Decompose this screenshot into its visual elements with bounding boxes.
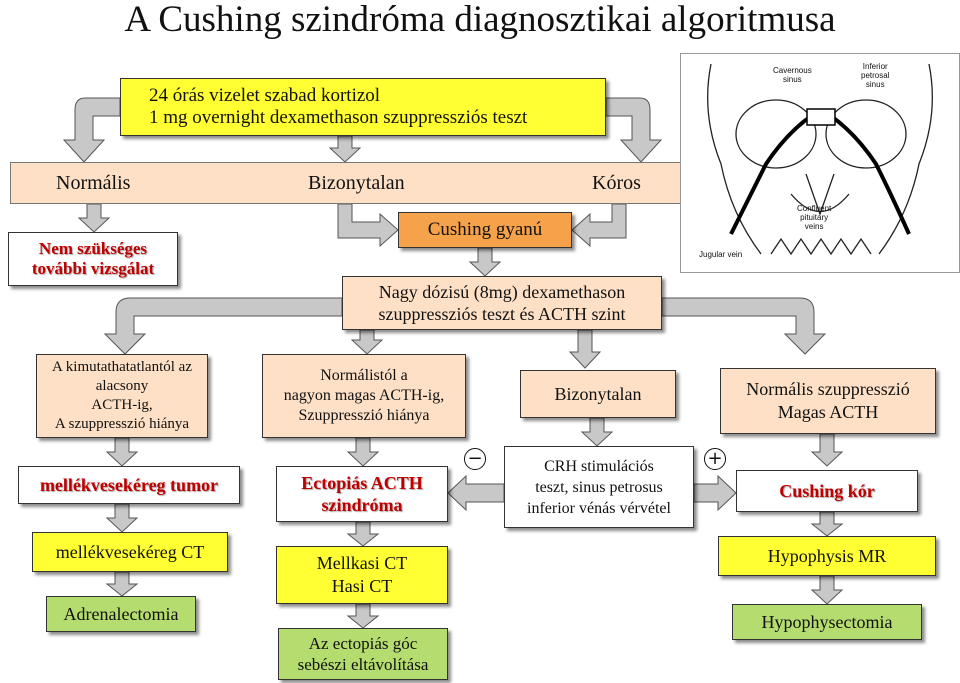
- mellkasi-ct-box: Mellkasi CT Hasi CT: [276, 546, 448, 604]
- arrow-normalis-nemszukseges: [77, 203, 111, 233]
- mellkasi-ct-line-1: Mellkasi CT: [316, 553, 408, 573]
- cushing-gyanu-label: Cushing gyanú: [427, 219, 543, 240]
- page-title: A Cushing szindróma diagnosztikai algori…: [124, 0, 836, 40]
- kimutathatatlan-line-2: alacsony: [95, 378, 149, 394]
- arrow-screening-normalis: [62, 97, 121, 163]
- screening-box: 24 órás vizelet szabad kortizol 1 mg ove…: [120, 78, 606, 136]
- mellekvese-tumor-box: mellékvesekéreg tumor: [18, 466, 240, 504]
- arrow-col4-c: [810, 575, 844, 605]
- arrow-screening-bizonytalan: [328, 135, 362, 163]
- ectopias-goc-line-2: sebészi eltávolítása: [297, 655, 429, 674]
- cushing-kor-label: Cushing kór: [779, 480, 875, 501]
- arrow-koros-cushing: [571, 203, 627, 248]
- arrow-col2-c: [346, 603, 380, 629]
- mellekvese-ct-box: mellékvesekéreg CT: [32, 532, 228, 572]
- adrenalectomia-box: Adrenalectomia: [46, 596, 196, 632]
- hypophysis-mr-box: Hypophysis MR: [718, 536, 936, 576]
- nagy-dozisu-line-2: szuppressziós teszt és ACTH szint: [378, 304, 626, 324]
- arrow-crh-left: [447, 474, 505, 512]
- koros-label: Kóros: [592, 172, 641, 194]
- normalis-szuppresszio-line-1: Normális szuppresszió: [746, 379, 910, 399]
- arrow-col4-b: [810, 511, 844, 537]
- confluent-pituitary-veins-label: Confluent pituitary veins: [797, 204, 832, 231]
- arrow-col1-a: [105, 437, 139, 467]
- normalistol-line-1: Normálistól a: [320, 367, 408, 384]
- hypophysectomia-box: Hypophysectomia: [732, 604, 922, 640]
- mellekvese-ct-label: mellékvesekéreg CT: [55, 541, 205, 562]
- nem-szukseges-box: Nem szükséges további vizsgálat: [8, 232, 178, 286]
- hypophysis-mr-label: Hypophysis MR: [767, 545, 887, 566]
- inferior-petrosal-sinus-label: Inferior petrosal sinus: [861, 62, 890, 89]
- nagy-dozisu-line-1: Nagy dózisú (8mg) dexamethason: [378, 282, 626, 302]
- arrow-col1-c: [105, 571, 139, 597]
- hypophysectomia-label: Hypophysectomia: [761, 611, 893, 632]
- kimutathatatlan-box: A kimutathatatlantól az alacsony ACTH-ig…: [36, 354, 208, 438]
- kimutathatatlan-line-4: A szuppresszió hiánya: [54, 416, 190, 432]
- normalis-label: Normális: [56, 172, 131, 194]
- cavernous-sinus-label: Cavernous sinus: [773, 66, 812, 84]
- normalis-box: [10, 162, 690, 204]
- minus-sign: −: [464, 448, 486, 470]
- crh-line-3: inferior vénás vérvétel: [527, 499, 671, 517]
- arrow-nagy-left: [103, 297, 343, 355]
- jugular-vein-label: Jugular vein: [699, 250, 743, 259]
- kimutathatatlan-line-1: A kimutathatatlantól az: [52, 359, 192, 375]
- screening-line-2: 1 mg overnight dexamethason szuppresszió…: [149, 107, 528, 128]
- crh-line-1: CRH stimulációs: [544, 457, 654, 475]
- adrenalectomia-label: Adrenalectomia: [63, 603, 179, 624]
- normalistol-line-2: nagyon magas ACTH-ig,: [283, 387, 445, 404]
- arrow-col4-a: [810, 433, 844, 467]
- mellekvese-tumor-label: mellékvesekéreg tumor: [39, 474, 219, 495]
- ectopias-line-1: Ectopiás ACTH: [301, 473, 423, 493]
- ectopias-goc-box: Az ectopiás góc sebészi eltávolítása: [278, 628, 448, 680]
- crh-line-2: teszt, sinus petrosus: [535, 478, 663, 496]
- arrow-col1-b: [105, 503, 139, 533]
- plus-sign: +: [704, 448, 726, 470]
- normalistol-line-3: Szuppresszió hiánya: [298, 407, 430, 424]
- arrow-col3-a: [580, 417, 614, 447]
- ectopias-goc-line-1: Az ectopiás góc: [308, 634, 418, 653]
- normalis-szuppresszio-line-2: Magas ACTH: [777, 402, 879, 422]
- arrow-bizonytalan-cushing: [337, 203, 399, 248]
- crh-box: CRH stimulációs teszt, sinus petrosus in…: [504, 446, 694, 528]
- arrow-nagy-center-left: [350, 329, 384, 355]
- nagy-dozisu-box: Nagy dózisú (8mg) dexamethason szuppress…: [342, 276, 662, 330]
- arrow-crh-right: [693, 474, 737, 512]
- nem-szukseges-line-2: további vizsgálat: [31, 259, 155, 278]
- ectopias-box: Ectopiás ACTH szindróma: [276, 466, 448, 522]
- nem-szukseges-line-1: Nem szükséges: [38, 239, 148, 258]
- bizonytalan-mid-label: Bizonytalan: [554, 383, 642, 404]
- mellkasi-ct-line-2: Hasi CT: [331, 576, 393, 596]
- ectopias-line-2: szindróma: [321, 495, 403, 515]
- bizonytalan-top-label: Bizonytalan: [308, 172, 405, 194]
- normalistol-box: Normálistól a nagyon magas ACTH-ig, Szup…: [262, 354, 466, 438]
- arrow-screening-koros: [605, 97, 663, 163]
- normalis-szuppresszio-box: Normális szuppresszió Magas ACTH: [720, 368, 936, 434]
- arrow-cushing-nagydozisu: [468, 247, 502, 277]
- kimutathatatlan-line-3: ACTH-ig,: [91, 397, 153, 413]
- skull-venous-illustration: Cavernous sinus Inferior petrosal sinus …: [680, 53, 960, 273]
- arrow-nagy-center-right: [568, 329, 602, 369]
- cushing-kor-box: Cushing kór: [736, 470, 918, 512]
- arrow-col2-b: [346, 521, 380, 547]
- bizonytalan-mid-box: Bizonytalan: [520, 370, 676, 418]
- screening-line-1: 24 órás vizelet szabad kortizol: [149, 85, 381, 106]
- cushing-gyanu-box: Cushing gyanú: [398, 212, 572, 248]
- arrow-col2-a: [346, 437, 380, 467]
- arrow-nagy-right: [661, 297, 827, 355]
- skull-drawing: [707, 63, 933, 256]
